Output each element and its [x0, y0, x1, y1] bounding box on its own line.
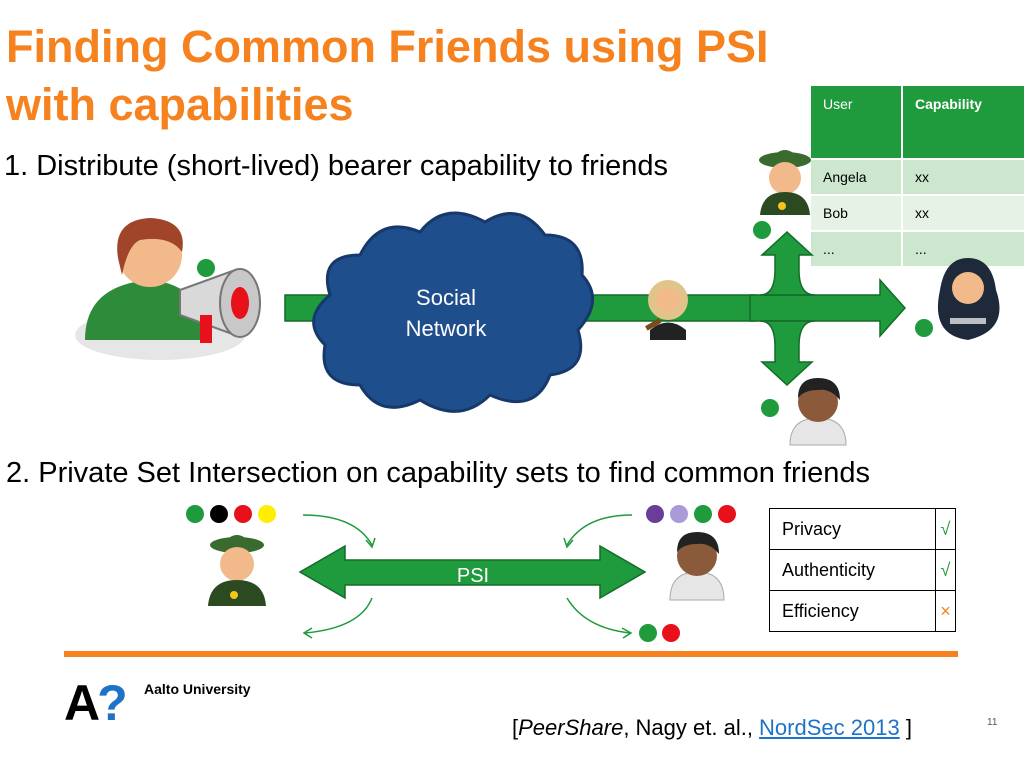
university-name: Aalto University — [144, 681, 251, 697]
bullet-psi: 2. Private Set Intersection on capabilit… — [6, 457, 870, 489]
arrow-down-branch — [759, 320, 816, 387]
bullet-distribute: 1. Distribute (short-lived) bearer capab… — [4, 150, 669, 182]
set-dot — [186, 505, 204, 523]
citation-open: [ — [512, 715, 519, 740]
check-icon: √ — [935, 549, 956, 591]
set-dot — [234, 505, 252, 523]
intersection-result — [639, 624, 680, 642]
capability-table-header: User Capability — [811, 86, 1024, 159]
cell-capability: xx — [902, 158, 1024, 195]
property-name: Efficiency — [769, 590, 936, 632]
table-row: Authenticity √ — [769, 549, 956, 591]
psi-label: PSI — [457, 565, 489, 587]
header-capability: Capability — [902, 86, 1024, 159]
set-dot — [210, 505, 228, 523]
header-user: User — [811, 86, 904, 159]
sheriff-party-icon — [208, 535, 266, 606]
logo-letter: A — [64, 675, 100, 731]
logo-question-mark: ? — [97, 675, 127, 731]
left-capability-set — [186, 505, 276, 523]
right-capability-set — [646, 505, 736, 523]
hooded-friend-icon — [937, 258, 1000, 340]
property-name: Authenticity — [769, 549, 936, 591]
aalto-logo-icon: A? — [64, 675, 128, 731]
capability-dot — [197, 259, 215, 277]
table-row: Privacy √ — [769, 508, 956, 550]
psi-double-arrow: PSI — [298, 544, 647, 600]
citation: [PeerShare, Nagy et. al., NordSec 2013 ] — [512, 715, 912, 741]
cell-user: Bob — [811, 194, 904, 231]
cloud-label-line1: Social — [416, 285, 476, 310]
broadcaster-person-icon — [75, 218, 261, 360]
dark-hair-party-icon — [669, 532, 725, 601]
cell-user: Angela — [811, 158, 904, 195]
arrow-up-branch — [759, 230, 816, 296]
set-dot — [694, 505, 712, 523]
flow-arrows — [302, 514, 633, 639]
set-dot — [646, 505, 664, 523]
citation-venue-link[interactable]: NordSec 2013 — [759, 715, 900, 740]
cloud-label-line2: Network — [406, 316, 488, 341]
properties-table: Privacy √ Authenticity √ Efficiency × — [769, 508, 956, 632]
set-dot — [662, 624, 680, 642]
judge-icon — [645, 280, 688, 340]
capability-dot — [915, 319, 933, 337]
footer-divider — [64, 651, 958, 657]
table-row: Bob xx — [811, 194, 1024, 231]
citation-title: PeerShare — [518, 715, 624, 740]
set-dot — [258, 505, 276, 523]
citation-authors: , Nagy et. al., — [623, 715, 760, 740]
check-icon: √ — [935, 508, 956, 550]
cell-capability: xx — [902, 194, 1024, 231]
slide-title: Finding Common Friends using PSI with ca… — [6, 21, 769, 130]
page-number: 11 — [987, 717, 998, 728]
set-dot — [718, 505, 736, 523]
cell-user: ... — [811, 230, 904, 266]
table-row: Angela xx — [811, 158, 1024, 195]
capability-dot — [753, 221, 771, 239]
cross-icon: × — [935, 590, 956, 632]
sheriff-friend-icon — [759, 150, 811, 215]
capability-table: User Capability Angela xx Bob xx ... ... — [811, 86, 1024, 266]
social-network-cloud: Social Network — [312, 211, 595, 413]
citation-close: ] — [899, 715, 912, 740]
property-name: Privacy — [769, 508, 936, 550]
capability-dot — [761, 399, 779, 417]
set-dot — [639, 624, 657, 642]
table-row: Efficiency × — [769, 590, 956, 632]
dark-hair-friend-icon — [789, 378, 847, 446]
set-dot — [670, 505, 688, 523]
